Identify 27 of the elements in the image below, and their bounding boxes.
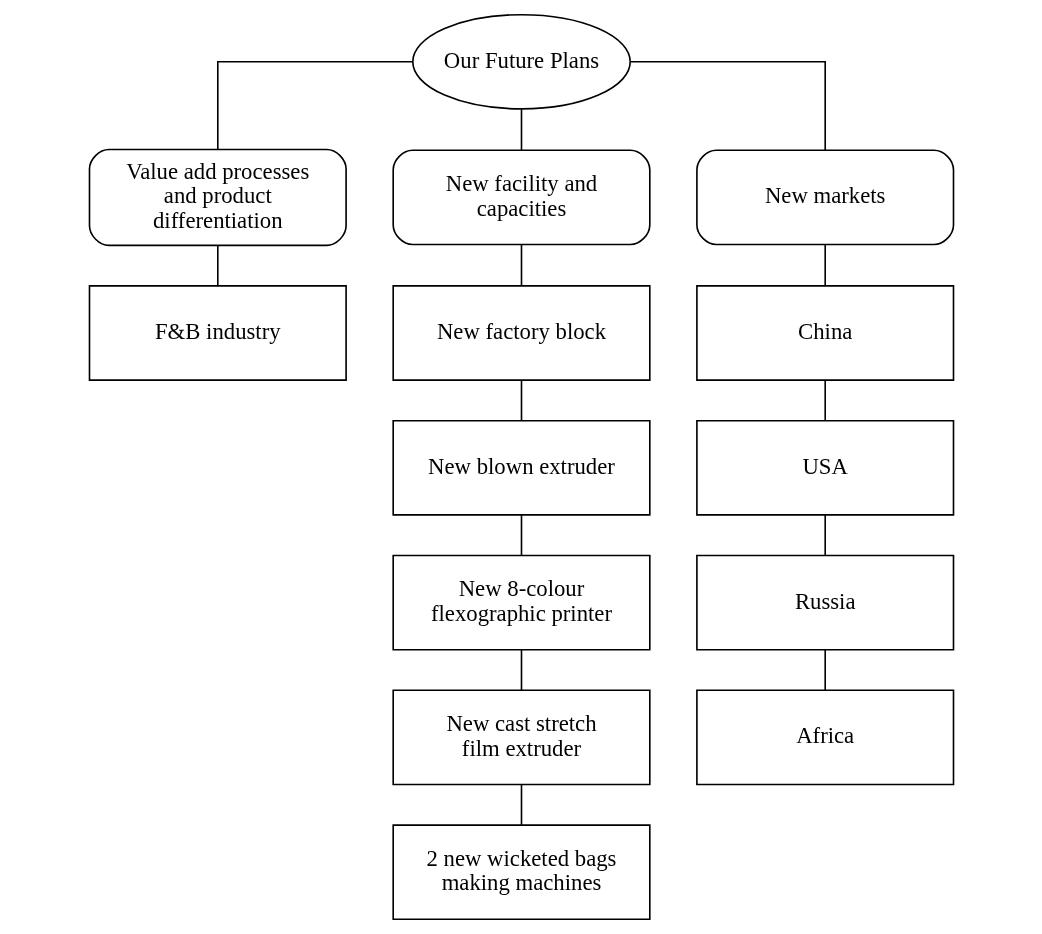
- node-box: New markets: [695, 149, 954, 246]
- connector: [823, 379, 826, 422]
- connector: [520, 379, 522, 422]
- node-box: New factory block: [391, 285, 651, 381]
- node-box: Value add processes and product differentiation: [88, 148, 347, 247]
- node-box: F&B industry: [88, 285, 347, 381]
- connector: [520, 244, 522, 287]
- node-box: Russia: [695, 554, 954, 651]
- connector: [823, 244, 826, 287]
- connector: [216, 61, 414, 151]
- connector: [520, 108, 522, 152]
- node-box: New 8-colour flexographic printer: [391, 554, 651, 651]
- node-box: China: [695, 285, 954, 381]
- connector: [216, 244, 219, 287]
- node-box: New blown extruder: [391, 419, 651, 516]
- connector: [628, 61, 826, 151]
- node-box: New cast stretch film extruder: [391, 689, 651, 786]
- node-box: New facility and capacities: [391, 149, 651, 246]
- node-box: Africa: [695, 689, 954, 786]
- connector: [520, 514, 522, 557]
- connector: [823, 648, 826, 691]
- node-box: USA: [695, 419, 954, 516]
- connector: [823, 514, 826, 557]
- connector: [520, 648, 522, 691]
- node-box: 2 new wicketed bags making machines: [391, 824, 651, 921]
- connector: [520, 783, 522, 826]
- node-ellipse: Our Future Plans: [411, 13, 631, 110]
